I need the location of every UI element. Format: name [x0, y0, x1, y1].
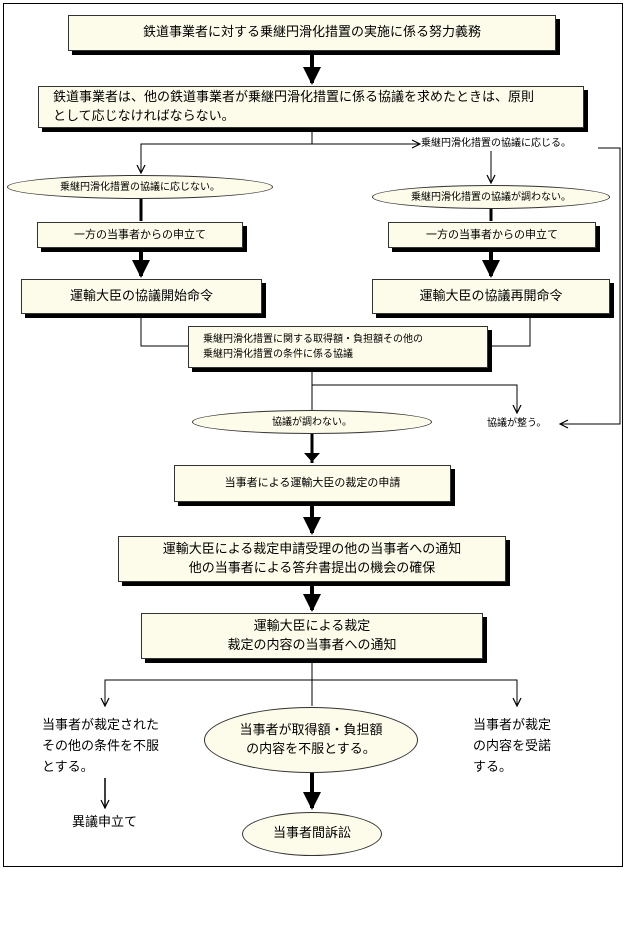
dissatisfied-amount-line-2: の内容を不服とする。 — [246, 742, 376, 757]
petition-left-text: 一方の当事者からの申立て — [74, 227, 206, 241]
not-respond-text: 乗継円滑化措置の協議に応じない。 — [60, 181, 220, 193]
line-principle-split — [311, 129, 420, 144]
order-start-box: 運輸大臣の協議開始命令 — [21, 279, 262, 314]
objection-label: 異議申立て — [72, 815, 138, 830]
agreed-label: 協議が整う。 — [487, 418, 547, 429]
accept-line-2: の内容を受諾 — [473, 738, 552, 754]
accept-text: 当事者が裁定 の内容を受諾 する。 — [473, 716, 551, 778]
line-ruling-left — [105, 679, 312, 706]
dissatisfied-other-line-1: 当事者が裁定された — [42, 718, 160, 733]
dissatisfied-other-line-3: とする。 — [42, 759, 94, 775]
line-start-consult — [140, 314, 188, 347]
duty-box: 鉄道事業者に対する乗継円滑化措置の実施に係る努力義務 — [68, 15, 556, 51]
principle-box: 鉄道事業者は、他の鉄道事業者が乗継円滑化措置に係る協議を求めたときは、原則 とし… — [38, 86, 584, 128]
lawsuit-text: 当事者間訴訟 — [272, 826, 351, 842]
not-respond-ellipse: 乗継円滑化措置の協議に応じない。 — [7, 175, 273, 199]
notice-box: 運輸大臣による裁定申請受理の他の当事者への通知 他の当事者による答弁書提出の機会… — [118, 536, 506, 582]
principle-line-1: 鉄道事業者は、他の鉄道事業者が乗継円滑化措置に係る協議を求めたときは、原則 — [53, 89, 535, 105]
duty-text: 鉄道事業者に対する乗継円滑化措置の実施に係る努力義務 — [142, 25, 481, 41]
consultation-line-1: 乗継円滑化措置に関する取得額・負担額その他の — [203, 334, 423, 345]
line-ruling-right — [312, 679, 517, 706]
order-start-text: 運輸大臣の協議開始命令 — [69, 288, 213, 304]
line-to-notrespond — [141, 143, 312, 173]
ruling-line-1: 運輸大臣による裁定 — [253, 618, 371, 634]
dissatisfied-amount-line-1: 当事者が取得額・負担額 — [239, 722, 383, 738]
dissatisfied-amount-ellipse: 当事者が取得額・負担額 の内容を不服とする。 — [204, 707, 418, 773]
arrowhead-notagreed — [304, 453, 320, 462]
ruling-box: 運輸大臣による裁定 裁定の内容の当事者への通知 — [141, 613, 483, 659]
petition-left-box: 一方の当事者からの申立て — [37, 222, 243, 248]
order-resume-box: 運輸大臣の協議再開命令 — [372, 279, 610, 314]
dissatisfied-other-text: 当事者が裁定された その他の条件を不服 とする。 — [42, 716, 159, 778]
dissatisfied-other-line-2: その他の条件を不服 — [42, 738, 160, 754]
line-consult-agreed — [312, 384, 517, 413]
accept-line-1: 当事者が裁定 — [473, 718, 552, 733]
line-respond-to-agreed — [560, 147, 621, 424]
petition-right-text: 一方の当事者からの申立て — [426, 227, 558, 241]
ruling-request-box: 当事者による運輸大臣の裁定の申請 — [174, 465, 451, 502]
not-agreed-right-ellipse: 乗継円滑化措置の協議が調わない。 — [372, 185, 610, 209]
notice-line-2: 他の当事者による答弁書提出の機会の確保 — [188, 561, 436, 576]
respond-label: 乗継円滑化措置の協議に応じる。 — [421, 138, 571, 149]
not-agreed-text: 協議が調わない。 — [272, 416, 352, 428]
principle-line-2: として応じなければならない。 — [53, 109, 235, 124]
not-agreed-ellipse: 協議が調わない。 — [192, 410, 432, 434]
ruling-request-text: 当事者による運輸大臣の裁定の申請 — [224, 476, 401, 490]
consultation-box: 乗継円滑化措置に関する取得額・負担額その他の 乗継円滑化措置の条件に係る協議 — [188, 326, 488, 368]
order-resume-text: 運輸大臣の協議再開命令 — [419, 288, 563, 304]
consultation-line-2: 乗継円滑化措置の条件に係る協議 — [203, 349, 353, 360]
line-resume-consult — [488, 314, 531, 347]
accept-line-3: する。 — [473, 759, 513, 775]
diagram-frame — [3, 3, 623, 867]
ruling-line-2: 裁定の内容の当事者への通知 — [227, 638, 397, 653]
petition-right-box: 一方の当事者からの申立て — [388, 222, 596, 248]
lawsuit-ellipse: 当事者間訴訟 — [242, 812, 382, 856]
not-agreed-right-text: 乗継円滑化措置の協議が調わない。 — [411, 191, 571, 203]
notice-line-1: 運輸大臣による裁定申請受理の他の当事者への通知 — [162, 541, 462, 557]
